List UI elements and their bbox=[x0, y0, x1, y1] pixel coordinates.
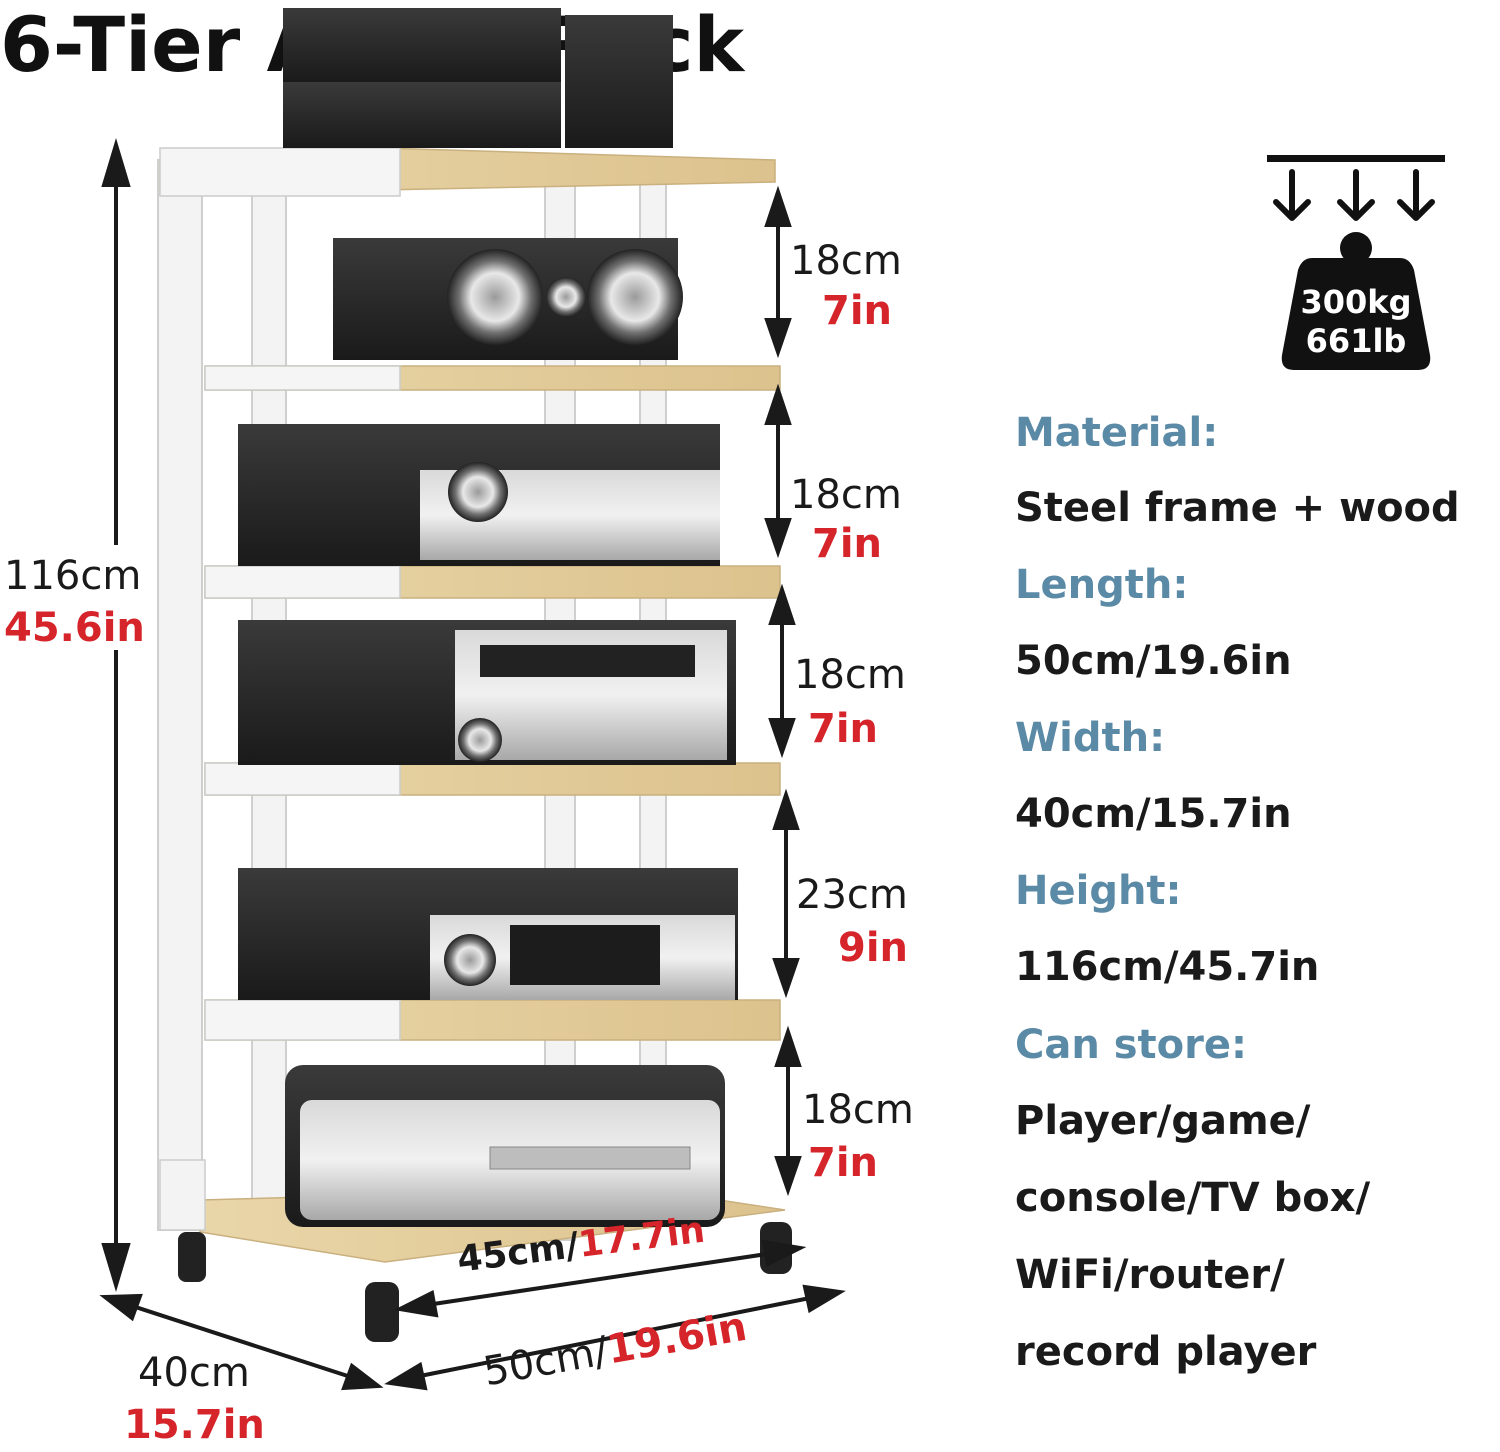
total-height-cm: 116cm bbox=[4, 553, 142, 599]
tier-gap-5-in: 7in bbox=[808, 1140, 879, 1186]
depth-in: 15.7in bbox=[124, 1402, 265, 1448]
load-capacity-lb: 661lb bbox=[1305, 322, 1407, 360]
spec-material-label: Material: bbox=[1015, 410, 1219, 456]
spec-width-label: Width: bbox=[1015, 715, 1166, 761]
tier-gap-5-cm: 18cm bbox=[802, 1087, 914, 1133]
spec-height-label: Height: bbox=[1015, 868, 1182, 914]
audio-rack-illustration bbox=[99, 8, 846, 1391]
spec-length-value: 50cm/19.6in bbox=[1015, 638, 1292, 684]
tier-gap-3-in: 7in bbox=[808, 706, 879, 752]
tier-gap-1-in: 7in bbox=[822, 288, 893, 334]
center-speaker bbox=[333, 238, 683, 360]
tier-gap-4-cm: 23cm bbox=[796, 872, 908, 918]
spec-storage-line-1: Player/game/ bbox=[1015, 1098, 1311, 1144]
tier-gap-3-cm: 18cm bbox=[794, 652, 906, 698]
spec-storage-line-3: WiFi/router/ bbox=[1015, 1252, 1285, 1298]
amplifier-unit-2 bbox=[238, 620, 736, 765]
tier-gap-1-cm: 18cm bbox=[790, 238, 902, 284]
spec-storage-label: Can store: bbox=[1015, 1022, 1248, 1068]
spec-material-value: Steel frame + wood bbox=[1015, 485, 1460, 531]
spec-length-label: Length: bbox=[1015, 562, 1189, 608]
spec-storage-line-2: console/TV box/ bbox=[1015, 1175, 1371, 1221]
depth-cm: 40cm bbox=[138, 1350, 250, 1396]
tier-gap-2-cm: 18cm bbox=[790, 472, 902, 518]
spec-storage-line-4: record player bbox=[1015, 1329, 1317, 1375]
amplifier-unit-1 bbox=[238, 424, 720, 566]
top-audio-devices bbox=[283, 8, 673, 148]
load-capacity-kg: 300kg bbox=[1300, 283, 1412, 321]
tier-gap-4-in: 9in bbox=[838, 925, 909, 971]
tier-gap-2-in: 7in bbox=[812, 521, 883, 567]
spec-width-value: 40cm/15.7in bbox=[1015, 791, 1292, 837]
spec-height-value: 116cm/45.7in bbox=[1015, 944, 1320, 990]
media-player bbox=[285, 1065, 725, 1227]
weight-load-icon bbox=[1267, 155, 1445, 370]
total-height-in: 45.6in bbox=[4, 605, 145, 651]
dimension-arrows bbox=[99, 138, 846, 1391]
amplifier-unit-3 bbox=[238, 868, 738, 1000]
